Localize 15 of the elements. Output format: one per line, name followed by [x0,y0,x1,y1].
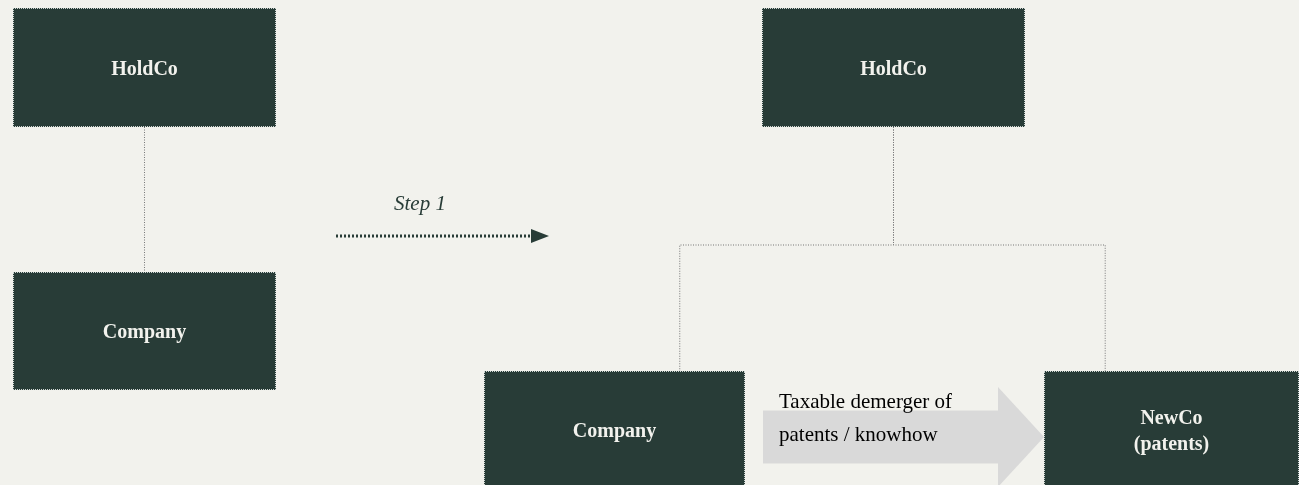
connector-line [893,126,1106,372]
entity-name: HoldCo [859,55,928,81]
entity-box [484,371,745,485]
connector-line [144,126,145,273]
entity-name: HoldCo [110,55,179,81]
entity-box [13,272,276,390]
step-label: Step 1 [394,190,446,217]
entity-box [762,8,1025,127]
entity-name: Company [101,319,188,344]
block-arrow [763,387,1044,485]
edge-label: Taxable demerger of patents / knowhow [779,388,954,448]
entity-name: Company [571,418,658,443]
entity-box [1044,371,1299,485]
entity-box [13,8,276,127]
entity-name: NewCo (patents) [1132,405,1211,456]
